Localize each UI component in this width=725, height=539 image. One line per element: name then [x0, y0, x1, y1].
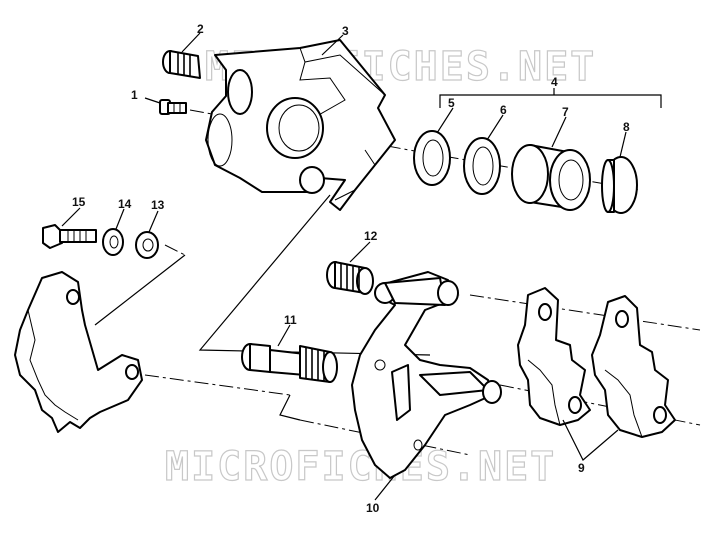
- callout-1: 1: [131, 88, 138, 102]
- leader-lines: [61, 32, 662, 501]
- flat-washer: [135, 231, 159, 259]
- slide-pin: [241, 343, 338, 383]
- alignment-lines: [94, 194, 431, 421]
- lock-washer: [102, 228, 124, 256]
- callout-11: 11: [284, 313, 297, 327]
- callout-5: 5: [448, 96, 455, 110]
- callout-3: 3: [342, 24, 349, 38]
- caliper-body: [205, 39, 396, 211]
- callout-4: 4: [551, 75, 558, 89]
- watermark-bottom: MICROFICHES.NET: [165, 444, 556, 490]
- caliper-holder: [351, 271, 502, 479]
- callout-labels: 1 2 3 4 5 6 7 8 9 10 11 12 13 14 15: [72, 22, 630, 515]
- callout-10: 10: [366, 501, 380, 515]
- callout-9: 9: [578, 461, 585, 475]
- small-bolt: [159, 99, 187, 115]
- spring-slide-pin: [326, 261, 374, 295]
- piston: [511, 144, 591, 211]
- callout-15: 15: [72, 195, 86, 209]
- callout-13: 13: [151, 198, 165, 212]
- callout-8: 8: [623, 120, 630, 134]
- callout-6: 6: [500, 103, 507, 117]
- callout-7: 7: [562, 105, 569, 119]
- bleeder-valve: [162, 50, 201, 79]
- mounting-bolt: [42, 224, 97, 249]
- callout-2: 2: [197, 22, 204, 36]
- dust-seal: [463, 137, 501, 195]
- callout-14: 14: [118, 197, 132, 211]
- piston-seal: [413, 130, 451, 186]
- callout-12: 12: [364, 229, 378, 243]
- brake-pads: [517, 287, 676, 438]
- mounting-bracket: [14, 271, 143, 433]
- piston-cap: [601, 156, 638, 214]
